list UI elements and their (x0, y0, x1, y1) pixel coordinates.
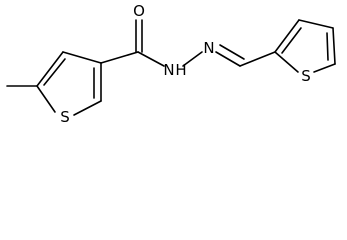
hydrogen-atom-label: H (175, 61, 186, 79)
imine-double-bond (219, 44, 245, 60)
ring-double-bond (43, 58, 66, 86)
left-thiophene-ring (36, 51, 102, 116)
carbonyl-ring-bond (100, 51, 139, 64)
ring-double-bond (281, 27, 302, 54)
imine-double-bond (215, 51, 241, 67)
right-thiophene-ring (274, 19, 336, 73)
oxygen-atom-label: O (133, 2, 145, 20)
chemical-structure-diagram: O S N H N S (6, 2, 336, 126)
amide-bond (137, 51, 165, 67)
ring-bond (298, 19, 334, 29)
ring-bond (274, 19, 300, 53)
ring-bond (36, 51, 64, 87)
ring-bond (62, 51, 102, 64)
ring-bond (332, 27, 336, 65)
ring-bond (274, 51, 299, 73)
ring-bond (36, 85, 56, 113)
ring-bond (313, 63, 336, 73)
nitrogen-atom-label: N (203, 39, 214, 57)
hydrazide-bond (182, 51, 203, 67)
sulfur-atom-label: S (60, 108, 70, 126)
sulfur-atom-label: S (301, 67, 311, 85)
ring-bond (73, 100, 102, 116)
vinyl-ring-bond (239, 51, 276, 67)
ring-double-bond (326, 32, 329, 61)
nitrogen-atom-label: N (163, 61, 174, 79)
